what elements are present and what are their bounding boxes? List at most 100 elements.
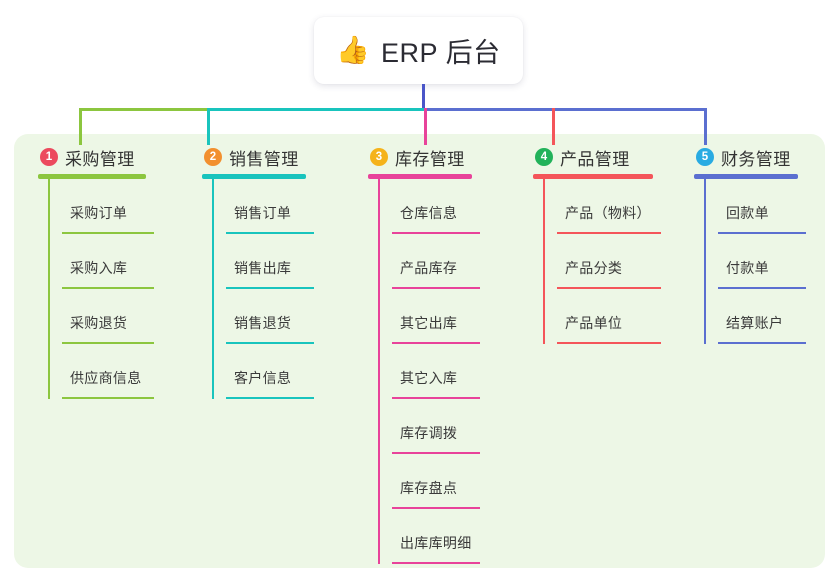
branch-item-rule (392, 287, 480, 289)
branch-header-2[interactable]: 2 销售管理 (202, 144, 306, 170)
branch-spine-line (48, 179, 50, 399)
branch-underline (38, 174, 146, 179)
branch-number-badge: 2 (204, 148, 222, 166)
branch-item-label: 其它出库 (400, 315, 458, 331)
branch-item-rule (392, 562, 480, 564)
branch-item-label: 采购订单 (70, 205, 128, 221)
connector-drop-1 (79, 108, 82, 145)
branch-underline (202, 174, 306, 179)
branch-item-rule (226, 342, 314, 344)
branch-title: 库存管理 (395, 149, 465, 169)
branch-item-rule (718, 232, 806, 234)
branch-item-label: 付款单 (726, 260, 769, 276)
connector-segment-teal (207, 108, 424, 111)
branch-item[interactable]: 客户信息 (226, 344, 314, 399)
branch-item-label: 其它入库 (400, 370, 458, 386)
branch-item[interactable]: 结算账户 (718, 289, 806, 344)
branch-item-rule (392, 342, 480, 344)
thumbs-up-emoji: 👍 (336, 35, 371, 65)
branch-item-label: 客户信息 (234, 370, 292, 386)
branch-item[interactable]: 库存盘点 (392, 454, 480, 509)
branch-underline (533, 174, 653, 179)
branch-item-label: 出库库明细 (400, 535, 472, 551)
branch-item-list: 采购订单采购入库采购退货供应商信息 (48, 179, 154, 399)
branch-title: 采购管理 (65, 149, 135, 169)
branch-number-badge: 4 (535, 148, 553, 166)
branch-header-1[interactable]: 1 采购管理 (38, 144, 146, 170)
branch-item-label: 库存调拨 (400, 425, 458, 441)
branch-item-label: 产品单位 (565, 315, 623, 331)
branch-item[interactable]: 产品（物料） (557, 179, 661, 234)
branch-item-label: 产品分类 (565, 260, 623, 276)
branch-item-rule (392, 397, 480, 399)
root-node[interactable]: 👍 ERP 后台 (314, 17, 523, 84)
branch-number-badge: 1 (40, 148, 58, 166)
branch-number-badge: 5 (696, 148, 714, 166)
connector-drop-3 (424, 108, 427, 145)
branch-spine-line (212, 179, 214, 399)
root-stem-line (422, 84, 425, 111)
branch-item-label: 销售出库 (234, 260, 292, 276)
branch-item[interactable]: 销售退货 (226, 289, 314, 344)
branch-item-rule (62, 287, 154, 289)
branch-item-rule (226, 232, 314, 234)
diagram-background-panel (14, 134, 825, 568)
branch-item[interactable]: 出库库明细 (392, 509, 480, 564)
branch-item-rule (62, 397, 154, 399)
branch-item-label: 销售订单 (234, 205, 292, 221)
branch-item[interactable]: 销售出库 (226, 234, 314, 289)
branch-spine-line (378, 179, 380, 564)
branch-item-list: 产品（物料） 产品分类产品单位 (543, 179, 661, 344)
branch-column-3: 3 库存管理仓库信息产品库存其它出库其它入库库存调拨库存盘点出库库明细 (368, 144, 480, 564)
branch-item[interactable]: 其它入库 (392, 344, 480, 399)
branch-column-1: 1 采购管理采购订单采购入库采购退货供应商信息 (38, 144, 154, 399)
branch-item[interactable]: 采购退货 (62, 289, 154, 344)
branch-item-rule (62, 232, 154, 234)
branch-item-rule (557, 287, 661, 289)
branch-item-rule (718, 287, 806, 289)
branch-item-label: 采购退货 (70, 315, 128, 331)
branch-item-list: 仓库信息产品库存其它出库其它入库库存调拨库存盘点出库库明细 (378, 179, 480, 564)
branch-title: 财务管理 (721, 149, 791, 169)
connector-drop-5 (704, 108, 707, 145)
branch-item-label: 采购入库 (70, 260, 128, 276)
branch-item[interactable]: 产品单位 (557, 289, 661, 344)
branch-item-label: 产品（物料） (565, 205, 651, 221)
branch-item-rule (392, 232, 480, 234)
branch-item-label: 回款单 (726, 205, 769, 221)
branch-item[interactable]: 产品分类 (557, 234, 661, 289)
branch-title: 销售管理 (229, 149, 299, 169)
branch-item-label: 销售退货 (234, 315, 292, 331)
branch-item-list: 销售订单销售出库销售退货客户信息 (212, 179, 314, 399)
branch-underline (368, 174, 472, 179)
branch-item-rule (392, 452, 480, 454)
connector-drop-4 (552, 108, 555, 145)
branch-item-list: 回款单付款单结算账户 (704, 179, 806, 344)
branch-header-5[interactable]: 5 财务管理 (694, 144, 798, 170)
branch-column-5: 5 财务管理回款单付款单结算账户 (694, 144, 806, 344)
branch-item[interactable]: 付款单 (718, 234, 806, 289)
branch-item-label: 供应商信息 (70, 370, 142, 386)
branch-number-badge: 3 (370, 148, 388, 166)
branch-item[interactable]: 仓库信息 (392, 179, 480, 234)
branch-item-rule (557, 342, 661, 344)
branch-item[interactable]: 库存调拨 (392, 399, 480, 454)
branch-item-label: 结算账户 (726, 315, 784, 331)
branch-item[interactable]: 产品库存 (392, 234, 480, 289)
branch-spine-line (704, 179, 706, 344)
branch-item-rule (226, 397, 314, 399)
branch-item[interactable]: 销售订单 (226, 179, 314, 234)
branch-item-rule (557, 232, 661, 234)
connector-segment-blue (424, 108, 704, 111)
branch-item[interactable]: 回款单 (718, 179, 806, 234)
branch-item[interactable]: 采购入库 (62, 234, 154, 289)
branch-item[interactable]: 其它出库 (392, 289, 480, 344)
branch-underline (694, 174, 798, 179)
branch-header-3[interactable]: 3 库存管理 (368, 144, 472, 170)
branch-item-label: 仓库信息 (400, 205, 458, 221)
branch-item[interactable]: 采购订单 (62, 179, 154, 234)
branch-item[interactable]: 供应商信息 (62, 344, 154, 399)
branch-spine-line (543, 179, 545, 344)
